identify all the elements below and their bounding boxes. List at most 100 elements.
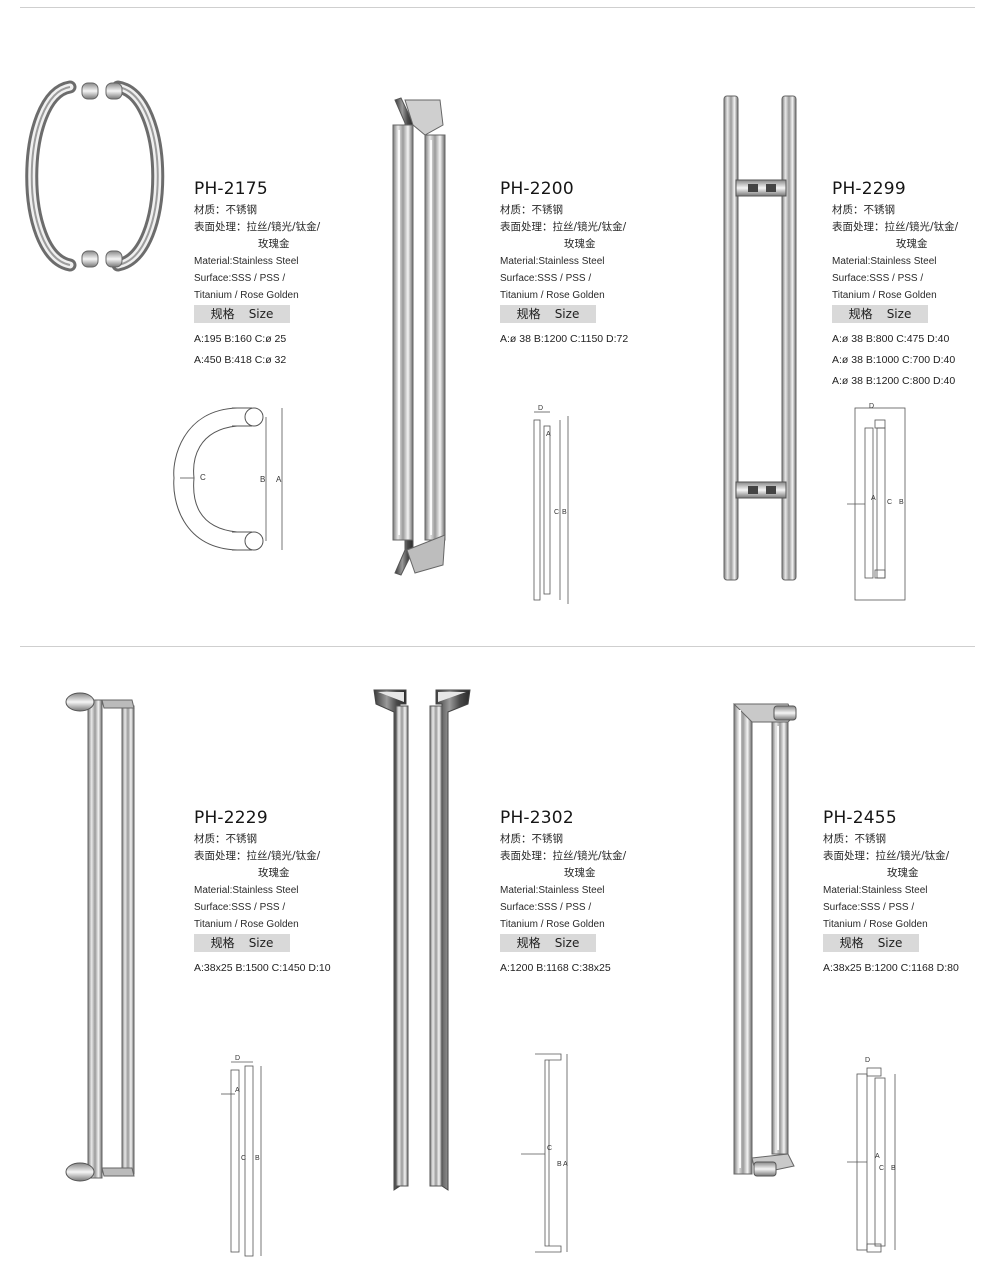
ph-2200-dimension-diagram: D A C B (533, 405, 569, 604)
size-en: Size (554, 936, 580, 950)
surface-en: Surface:SSS / PSS / (832, 273, 924, 284)
ph-2455-spec: PH-2455 材质：不锈钢 表面处理：拉丝/镜光/钛金/ 玫瑰金 Materi… (823, 808, 1000, 979)
diagram-label-c: C (547, 1145, 552, 1152)
ph-2455-handle-image (732, 703, 797, 1177)
surface-en-cont: Titanium / Rose Golden (500, 290, 605, 301)
size-en: Size (877, 936, 903, 950)
product-code: PH-2229 (194, 808, 268, 828)
size-en: Size (554, 307, 580, 321)
product-code: PH-2455 (823, 808, 897, 828)
dimension-line: A:195 B:160 C:ø 25 (194, 333, 287, 345)
product-code: PH-2299 (832, 179, 906, 199)
diagram-label-c: C (200, 473, 206, 482)
diagram-label-d: D (235, 1055, 240, 1062)
material-zh: 材质：不锈钢 (823, 833, 886, 845)
material-en: Material:Stainless Steel (194, 885, 299, 896)
diagram-label-d: D (869, 403, 874, 410)
ph-2299-handle-image (723, 95, 797, 581)
ph-2200-handle-image (392, 97, 446, 576)
surface-zh-cont: 玫瑰金 (564, 867, 596, 879)
size-header: 规格 Size (194, 305, 290, 323)
surface-zh-cont: 玫瑰金 (564, 238, 596, 250)
ph-2302-dimension-diagram: C B A (521, 1053, 568, 1253)
size-header: 规格 Size (500, 305, 596, 323)
material-zh: 材质：不锈钢 (194, 833, 257, 845)
surface-en: Surface:SSS / PSS / (194, 902, 286, 913)
surface-zh: 表面处理：拉丝/镜光/钛金/ (194, 221, 321, 233)
surface-en-cont: Titanium / Rose Golden (500, 919, 605, 930)
surface-en: Surface:SSS / PSS / (500, 273, 592, 284)
size-zh: 规格 (848, 307, 873, 321)
material-zh: 材质：不锈钢 (832, 204, 895, 216)
size-header: 规格 Size (832, 305, 928, 323)
material-zh: 材质：不锈钢 (500, 204, 563, 216)
diagram-label-b: B (260, 475, 265, 484)
diagram-label-b: B (899, 499, 904, 506)
middle-divider (20, 646, 975, 647)
surface-en-cont: Titanium / Rose Golden (823, 919, 928, 930)
material-zh: 材质：不锈钢 (194, 204, 257, 216)
diagram-label-b: B (891, 1165, 896, 1172)
material-en: Material:Stainless Steel (500, 256, 605, 267)
surface-en-cont: Titanium / Rose Golden (194, 290, 299, 301)
diagram-label-c: C (887, 499, 892, 506)
size-en: Size (248, 936, 274, 950)
diagram-label-d: D (865, 1057, 870, 1064)
ph-2455-dimension-diagram: D A C B (847, 1057, 896, 1253)
ph-2299-dimension-diagram: D A C B (847, 403, 906, 601)
surface-zh: 表面处理：拉丝/镜光/钛金/ (194, 850, 321, 862)
surface-en: Surface:SSS / PSS / (500, 902, 592, 913)
surface-zh: 表面处理：拉丝/镜光/钛金/ (823, 850, 950, 862)
size-zh: 规格 (210, 307, 235, 321)
size-zh: 规格 (516, 307, 541, 321)
diagram-label-a: A (563, 1161, 568, 1168)
size-zh: 规格 (839, 936, 864, 950)
material-en: Material:Stainless Steel (500, 885, 605, 896)
surface-zh: 表面处理：拉丝/镜光/钛金/ (500, 221, 627, 233)
ph-2175-spec: PH-2175 材质：不锈钢 表面处理：拉丝/镜光/钛金/ 玫瑰金 Materi… (194, 179, 434, 371)
diagram-label-c: C (554, 509, 559, 516)
dimension-line: A:38x25 B:1200 C:1168 D:80 (823, 962, 959, 974)
diagram-label-a: A (871, 495, 876, 502)
ph-2299-spec: PH-2299 材质：不锈钢 表面处理：拉丝/镜光/钛金/ 玫瑰金 Materi… (832, 179, 1000, 392)
surface-zh-cont: 玫瑰金 (258, 867, 290, 879)
ph-2229-dimension-diagram: D A C B (221, 1055, 262, 1257)
surface-en-cont: Titanium / Rose Golden (194, 919, 299, 930)
size-header: 规格 Size (823, 934, 919, 952)
material-en: Material:Stainless Steel (194, 256, 299, 267)
ph-2175-dimension-diagram: C B A (173, 407, 283, 551)
product-code: PH-2302 (500, 808, 574, 828)
size-en: Size (248, 307, 274, 321)
diagram-label-b: B (557, 1161, 562, 1168)
material-zh: 材质：不锈钢 (500, 833, 563, 845)
diagram-label-a: A (546, 431, 551, 438)
ph-2175-handle-image (25, 80, 165, 272)
diagram-label-a: A (875, 1153, 880, 1160)
diagram-label-c: C (879, 1165, 884, 1172)
ph-2302-handle-image (373, 689, 471, 1191)
product-code: PH-2200 (500, 179, 574, 199)
diagram-label-b: B (562, 509, 567, 516)
size-zh: 规格 (210, 936, 235, 950)
dimension-line: A:ø 38 B:1000 C:700 D:40 (832, 354, 956, 366)
size-zh: 规格 (516, 936, 541, 950)
dimension-line: A:1200 B:1168 C:38x25 (500, 962, 611, 974)
surface-zh-cont: 玫瑰金 (896, 238, 928, 250)
surface-zh-cont: 玫瑰金 (887, 867, 919, 879)
ph-2302-spec: PH-2302 材质：不锈钢 表面处理：拉丝/镜光/钛金/ 玫瑰金 Materi… (500, 808, 740, 979)
diagram-label-b: B (255, 1155, 260, 1162)
surface-en: Surface:SSS / PSS / (823, 902, 915, 913)
surface-zh: 表面处理：拉丝/镜光/钛金/ (500, 850, 627, 862)
ph-2229-spec: PH-2229 材质：不锈钢 表面处理：拉丝/镜光/钛金/ 玫瑰金 Materi… (194, 808, 434, 979)
dimension-line: A:38x25 B:1500 C:1450 D:10 (194, 962, 331, 974)
diagram-label-d: D (538, 405, 543, 412)
dimension-line: A:ø 38 B:1200 C:1150 D:72 (500, 333, 629, 345)
ph-2200-spec: PH-2200 材质：不锈钢 表面处理：拉丝/镜光/钛金/ 玫瑰金 Materi… (500, 179, 740, 350)
dimension-line: A:ø 38 B:1200 C:800 D:40 (832, 375, 956, 387)
size-header: 规格 Size (194, 934, 290, 952)
size-en: Size (886, 307, 912, 321)
surface-zh-cont: 玫瑰金 (258, 238, 290, 250)
dimension-line: A:450 B:418 C:ø 32 (194, 354, 287, 366)
material-en: Material:Stainless Steel (823, 885, 928, 896)
ph-2229-handle-image (65, 692, 135, 1182)
